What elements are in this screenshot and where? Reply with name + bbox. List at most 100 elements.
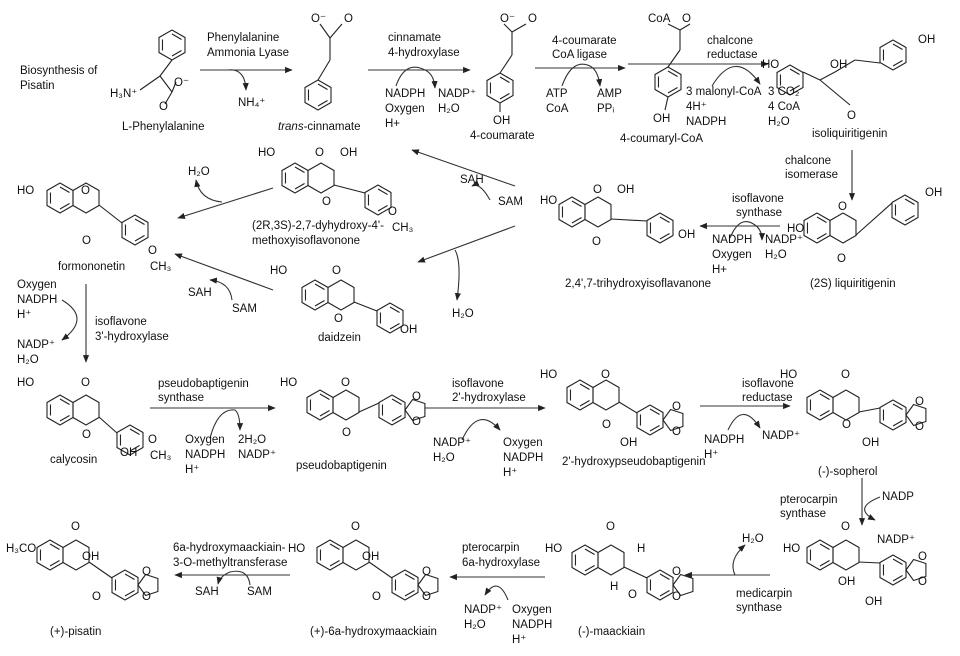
compound-formononetin: formononetin	[58, 261, 125, 273]
double-bond	[59, 186, 70, 193]
double-bond	[314, 283, 325, 290]
double-bond	[649, 408, 660, 415]
enzyme-label: cinnamate	[388, 32, 441, 44]
ring-bond	[879, 39, 907, 71]
cofactor-curved-arrow	[395, 66, 438, 89]
bond	[164, 91, 173, 105]
cofactor-curved-arrow	[711, 66, 761, 87]
enzyme-label: 4-coumarate	[552, 35, 617, 47]
atom-label: HO	[780, 369, 797, 381]
atom-label: O	[918, 576, 927, 588]
cofactor-label: NADPH	[712, 234, 752, 246]
enzyme-label: isomerase	[785, 169, 838, 181]
atom-label: O	[142, 591, 151, 603]
double-bond	[659, 590, 670, 597]
enzyme-label: synthase	[780, 508, 826, 520]
bond	[819, 79, 851, 106]
atom-label: O	[344, 13, 353, 25]
atom-label: O	[592, 236, 601, 248]
atom-label: OH	[678, 229, 695, 241]
bond	[171, 81, 177, 93]
atom-label: H₃N⁺	[110, 88, 137, 100]
cofactor-label: Oxygen	[512, 604, 552, 616]
reaction-arrow	[177, 187, 274, 219]
atom-label: O	[672, 401, 681, 413]
double-bond	[134, 218, 145, 225]
double-bond	[649, 425, 660, 432]
double-bond	[816, 216, 827, 223]
double-bond	[499, 76, 510, 83]
ring-bond	[327, 279, 355, 311]
bond	[858, 561, 881, 564]
double-bond	[892, 558, 903, 565]
bond	[854, 59, 881, 64]
atom-label: O	[842, 419, 851, 431]
cofactor-label: Oxygen	[185, 434, 225, 446]
enzyme-label: pseudobaptigenin	[158, 378, 249, 390]
enzyme-label: chalcone	[785, 155, 831, 167]
double-bond	[892, 575, 903, 582]
atom-label: O	[672, 566, 681, 578]
cofactor-label: NADP⁺	[17, 339, 55, 351]
atom-label: O	[82, 235, 91, 247]
cofactor-curved-arrow	[461, 419, 501, 441]
double-bond	[892, 60, 903, 67]
double-bond	[499, 93, 510, 100]
atom-label: O	[847, 110, 856, 122]
atom-label: O	[315, 147, 324, 159]
atom-label: OH	[362, 551, 379, 563]
reaction-arrow	[411, 149, 516, 187]
double-bond	[584, 548, 595, 555]
cofactor-curved-arrow	[732, 544, 746, 576]
atom-label: O	[593, 184, 602, 196]
cofactor-label: 4H⁺	[686, 101, 707, 113]
cofactor-label: H⁺	[185, 464, 199, 476]
ring-bond	[879, 554, 907, 586]
double-bond	[892, 43, 903, 50]
cofactor-curved-arrow	[727, 413, 761, 431]
double-bond	[819, 410, 830, 417]
ring-bond	[62, 539, 90, 571]
cofactor-label: H⁺	[512, 634, 526, 646]
cofactor-label: H₂O	[742, 533, 764, 545]
bond	[802, 71, 821, 81]
enzyme-label: pterocarpin	[780, 494, 838, 506]
atom-label: O	[81, 377, 90, 389]
cofactor-label: SAH	[195, 586, 219, 598]
double-bond	[124, 590, 135, 597]
atom-label: O	[412, 391, 421, 403]
atom-label: O	[322, 196, 331, 208]
atom-label: O⁻	[311, 13, 326, 25]
ring-bond	[584, 196, 612, 228]
bond	[819, 71, 836, 81]
enzyme-label: 6a-hydroxymaackiain-	[173, 542, 286, 554]
atom-label: O	[915, 396, 924, 408]
atom-label: H	[610, 581, 618, 593]
bond	[679, 23, 691, 31]
double-bond	[377, 188, 388, 195]
cofactor-label: NADP⁺	[433, 437, 471, 449]
atom-label: O	[528, 13, 537, 25]
cofactor-label: NADPH	[185, 449, 225, 461]
atom-label: O	[372, 591, 381, 603]
double-bond	[659, 216, 670, 223]
double-bond	[49, 543, 60, 550]
cofactor-label: H⁺	[704, 449, 718, 461]
cofactor-label: NADP	[882, 491, 914, 503]
bond	[610, 218, 648, 222]
double-bond	[377, 205, 388, 212]
cofactor-label: NADP⁺	[762, 430, 800, 442]
compound-6a-hydroxymaackiain: (+)-6a-hydroxymaackiain	[310, 626, 437, 638]
double-bond	[389, 306, 400, 313]
double-bond	[904, 215, 915, 222]
atom-label: OH	[620, 437, 637, 449]
double-bond	[404, 590, 415, 597]
cofactor-label: H₂O	[188, 166, 210, 178]
ring-bond	[332, 389, 360, 421]
atom-label: O	[92, 591, 101, 603]
cofactor-label: SAM	[247, 586, 272, 598]
atom-label: OH	[120, 447, 137, 459]
atom-label: HO	[787, 223, 804, 235]
bond	[329, 23, 343, 39]
bond	[667, 23, 681, 31]
